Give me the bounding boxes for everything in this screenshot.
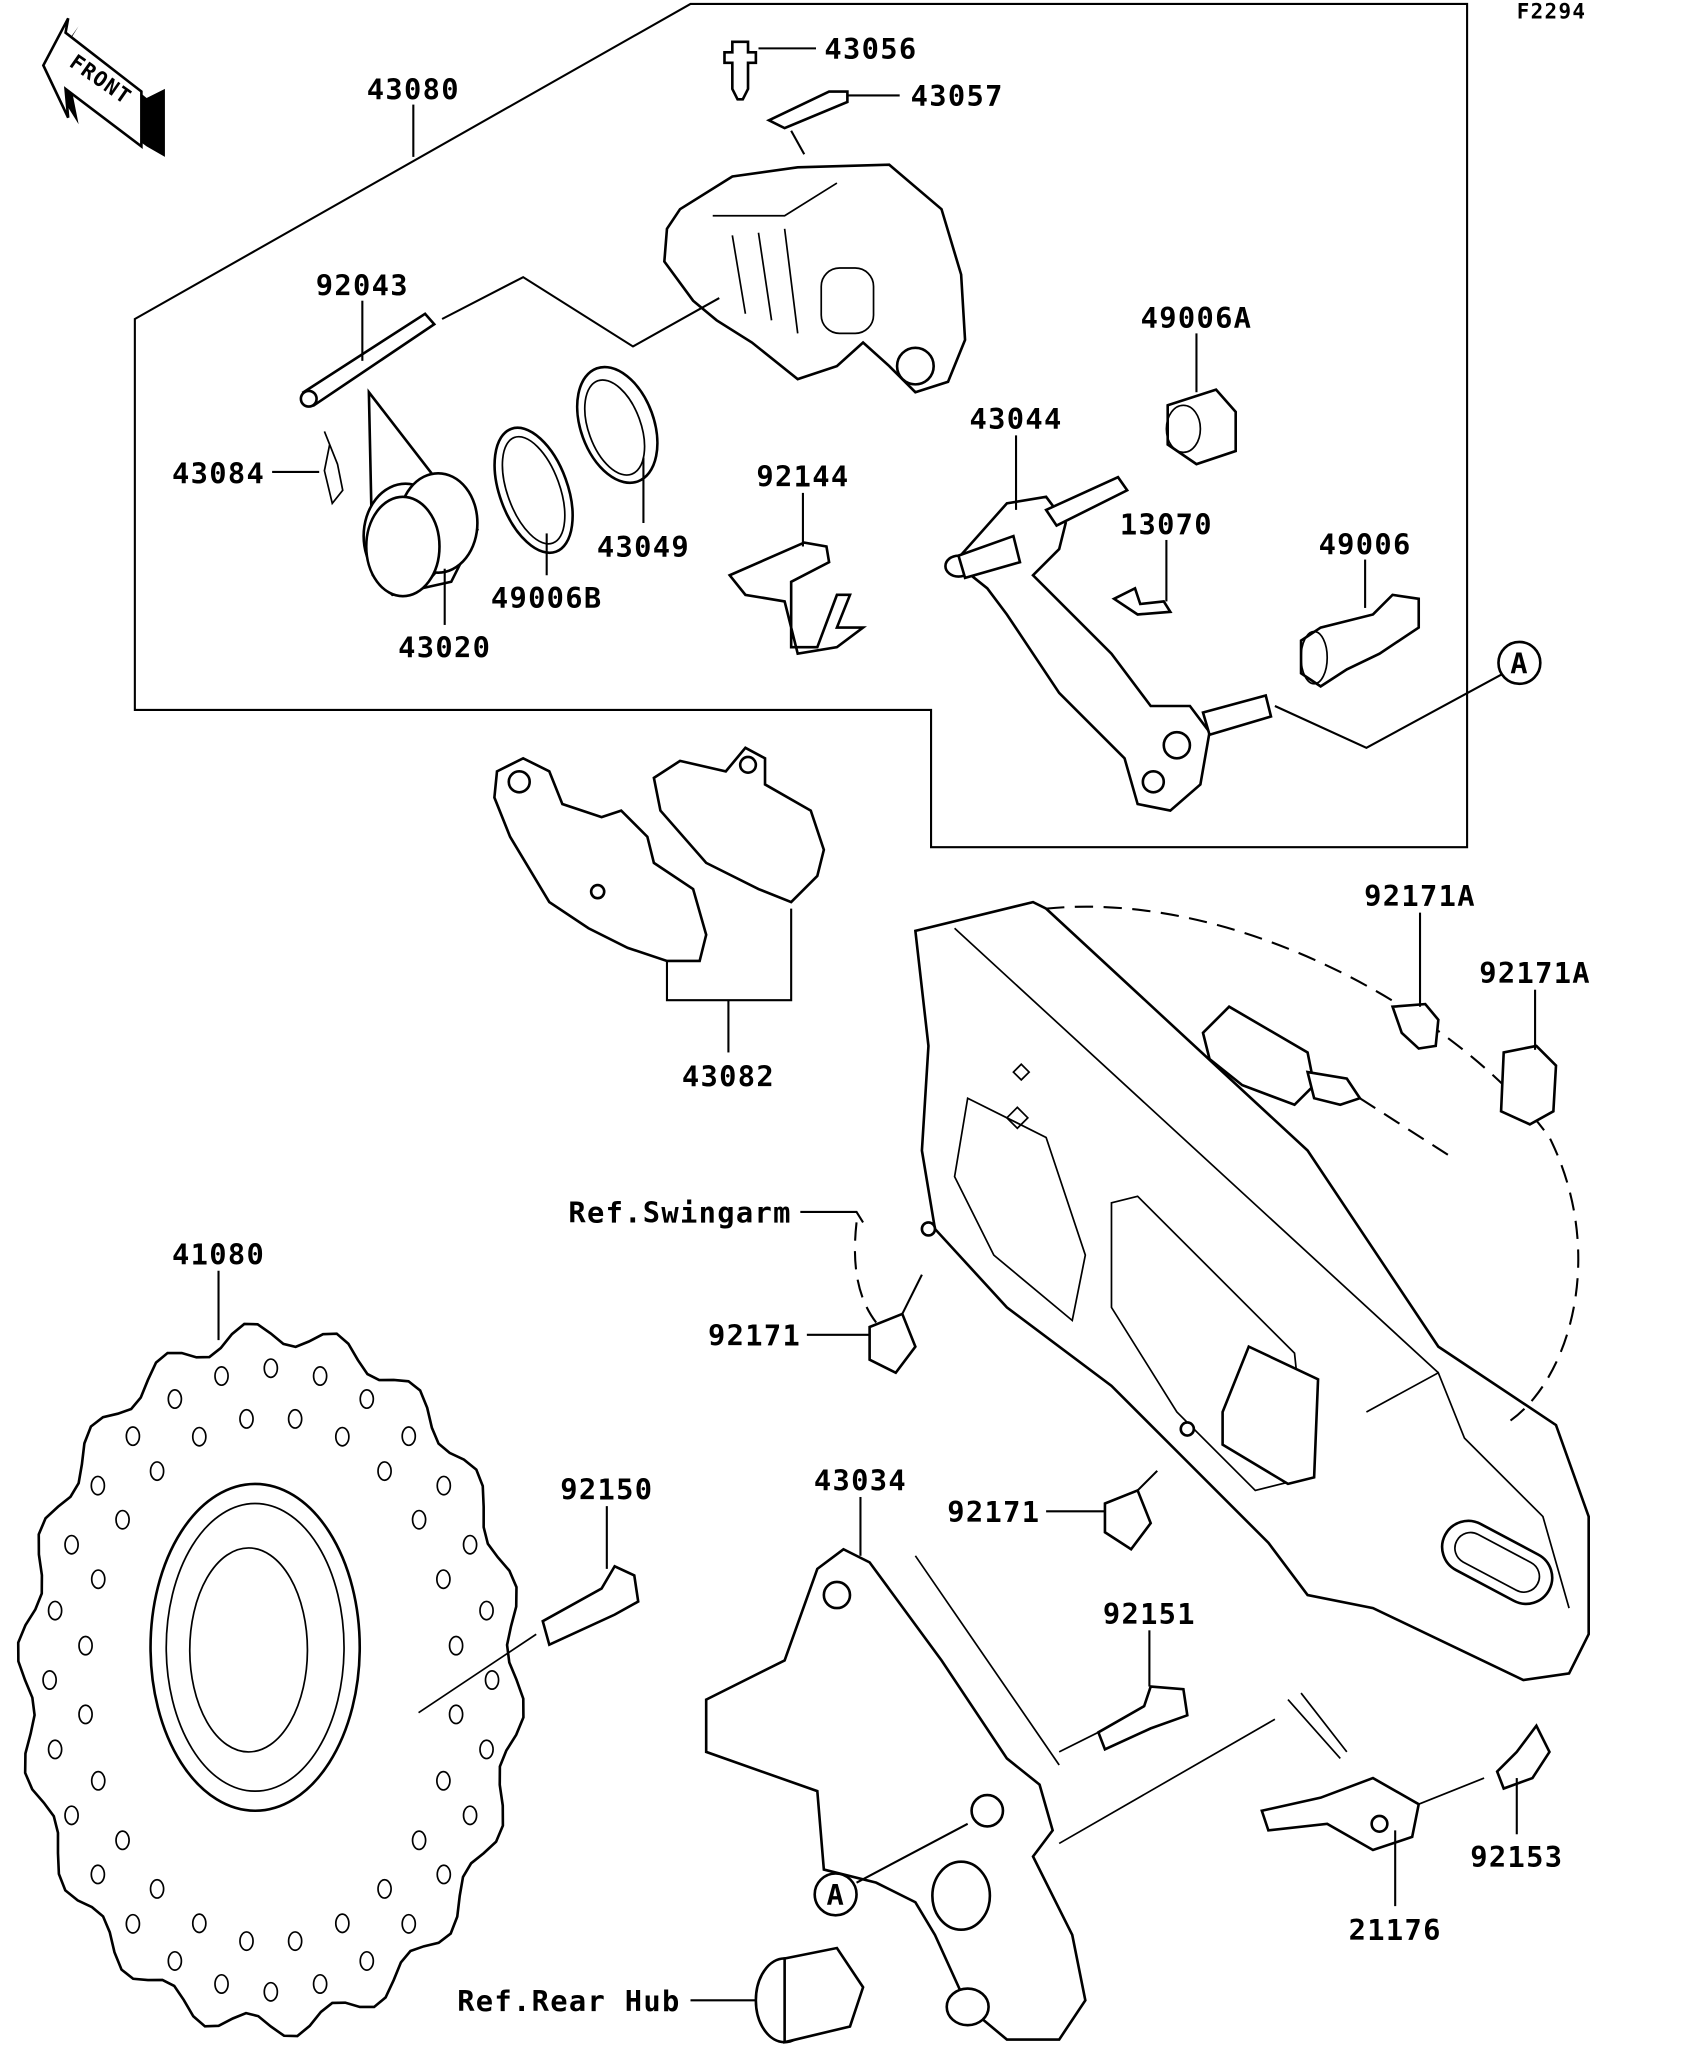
disc-hole <box>401 1426 417 1447</box>
disc-hole <box>411 1509 427 1530</box>
label-13070[interactable]: 13070 <box>1120 508 1213 542</box>
disc-hole <box>479 1739 494 1760</box>
label-43049[interactable]: 43049 <box>597 530 690 564</box>
disc-hole <box>448 1635 464 1656</box>
disc-hole <box>125 1426 141 1447</box>
disc-hole <box>64 1805 79 1826</box>
label-43084[interactable]: 43084 <box>172 457 265 491</box>
disc-hole <box>214 1366 229 1387</box>
disc-hole <box>90 1770 106 1791</box>
disc-hole <box>401 1913 417 1934</box>
label-92153[interactable]: 92153 <box>1470 1840 1563 1874</box>
label-43082[interactable]: 43082 <box>682 1059 775 1093</box>
label-ref-rear-hub[interactable]: Ref.Rear Hub <box>457 1984 680 2018</box>
disc-hole <box>167 1389 183 1410</box>
disc-hole <box>263 1981 279 2002</box>
disc-hole <box>436 1475 452 1496</box>
disc-hole <box>167 1950 183 1971</box>
disc-hole <box>90 1475 106 1496</box>
label-ref-swingarm[interactable]: Ref.Swingarm <box>568 1195 791 1229</box>
disc-hole <box>115 1830 130 1851</box>
reference-marker-a: A <box>813 1872 858 1917</box>
label-92144[interactable]: 92144 <box>756 459 849 493</box>
label-43080[interactable]: 43080 <box>367 72 460 106</box>
disc-hole <box>90 1864 106 1885</box>
disc-hole <box>436 1569 451 1590</box>
label-92150[interactable]: 92150 <box>560 1473 653 1507</box>
disc-hole <box>334 1913 350 1934</box>
reference-marker-a: A <box>1497 640 1542 686</box>
disc-hole <box>149 1878 165 1899</box>
disc-hole <box>334 1426 350 1447</box>
rear-brake-bracket-part <box>704 1547 1087 2041</box>
disc-hole <box>462 1534 478 1555</box>
disc-hole <box>78 1704 93 1725</box>
part-labels: 43056 43057 43080 92043 43084 43049 4900… <box>172 32 1591 2018</box>
svg-text:A: A <box>1510 646 1529 680</box>
disc-hole <box>377 1461 392 1482</box>
disc-hole <box>312 1973 328 1994</box>
label-49006a[interactable]: 49006A <box>1141 301 1253 335</box>
disc-hole <box>149 1461 165 1482</box>
disc-hole <box>479 1600 494 1621</box>
disc-hole <box>436 1864 452 1885</box>
disc-hole <box>411 1830 427 1851</box>
disc-hole <box>125 1913 141 1934</box>
svg-text:A: A <box>826 1878 845 1912</box>
front-arrow-icon: FRONT <box>41 17 165 157</box>
label-43044[interactable]: 43044 <box>969 402 1062 436</box>
label-43057[interactable]: 43057 <box>911 79 1004 113</box>
label-92043[interactable]: 92043 <box>316 268 409 302</box>
label-92171[interactable]: 92171 <box>708 1318 801 1352</box>
disc-hole <box>462 1805 478 1826</box>
piston-part <box>362 388 479 598</box>
disc-hole <box>64 1534 79 1555</box>
disc-hole <box>484 1670 500 1691</box>
disc-hole <box>287 1931 303 1952</box>
disc-hole <box>47 1600 63 1621</box>
disc-hole <box>214 1973 229 1994</box>
disc-hole <box>191 1426 207 1447</box>
label-92171a[interactable]: 92171A <box>1479 956 1591 990</box>
label-43034[interactable]: 43034 <box>814 1463 907 1497</box>
disc-hole <box>436 1770 451 1791</box>
disc-hole <box>359 1950 375 1971</box>
disc-hole <box>47 1739 63 1760</box>
label-21176[interactable]: 21176 <box>1349 1913 1442 1947</box>
caliper-body-part <box>663 163 967 394</box>
disc-hole <box>287 1408 303 1429</box>
disc-hole <box>263 1358 279 1379</box>
disc-hole <box>191 1913 207 1934</box>
disc-hole <box>239 1408 254 1429</box>
bleeder-valve-part <box>723 40 758 101</box>
label-92171[interactable]: 92171 <box>947 1495 1040 1529</box>
disc-hole <box>42 1670 57 1691</box>
label-92171a[interactable]: 92171A <box>1364 879 1476 913</box>
label-43056[interactable]: 43056 <box>824 32 917 66</box>
diagram-code: F2294 <box>1517 0 1586 23</box>
disc-hole <box>239 1931 254 1952</box>
swingarm-reference <box>853 900 1590 1682</box>
caliper-assembly-outline <box>133 2 1469 849</box>
disc-hole <box>90 1569 106 1590</box>
label-92151[interactable]: 92151 <box>1103 1597 1196 1631</box>
brake-disc-part <box>16 1322 525 2038</box>
label-41080[interactable]: 41080 <box>172 1237 265 1271</box>
caliper-bracket-part <box>944 475 1273 812</box>
label-43020[interactable]: 43020 <box>398 631 491 665</box>
brake-pads-part <box>493 746 826 963</box>
disc-hole <box>312 1366 328 1387</box>
label-49006b[interactable]: 49006B <box>491 581 603 615</box>
disc-hole <box>377 1878 392 1899</box>
disc-hole <box>115 1509 130 1530</box>
disc-hole <box>359 1389 375 1410</box>
disc-hole <box>78 1635 93 1656</box>
label-49006[interactable]: 49006 <box>1319 527 1412 561</box>
disc-hole <box>448 1704 464 1725</box>
